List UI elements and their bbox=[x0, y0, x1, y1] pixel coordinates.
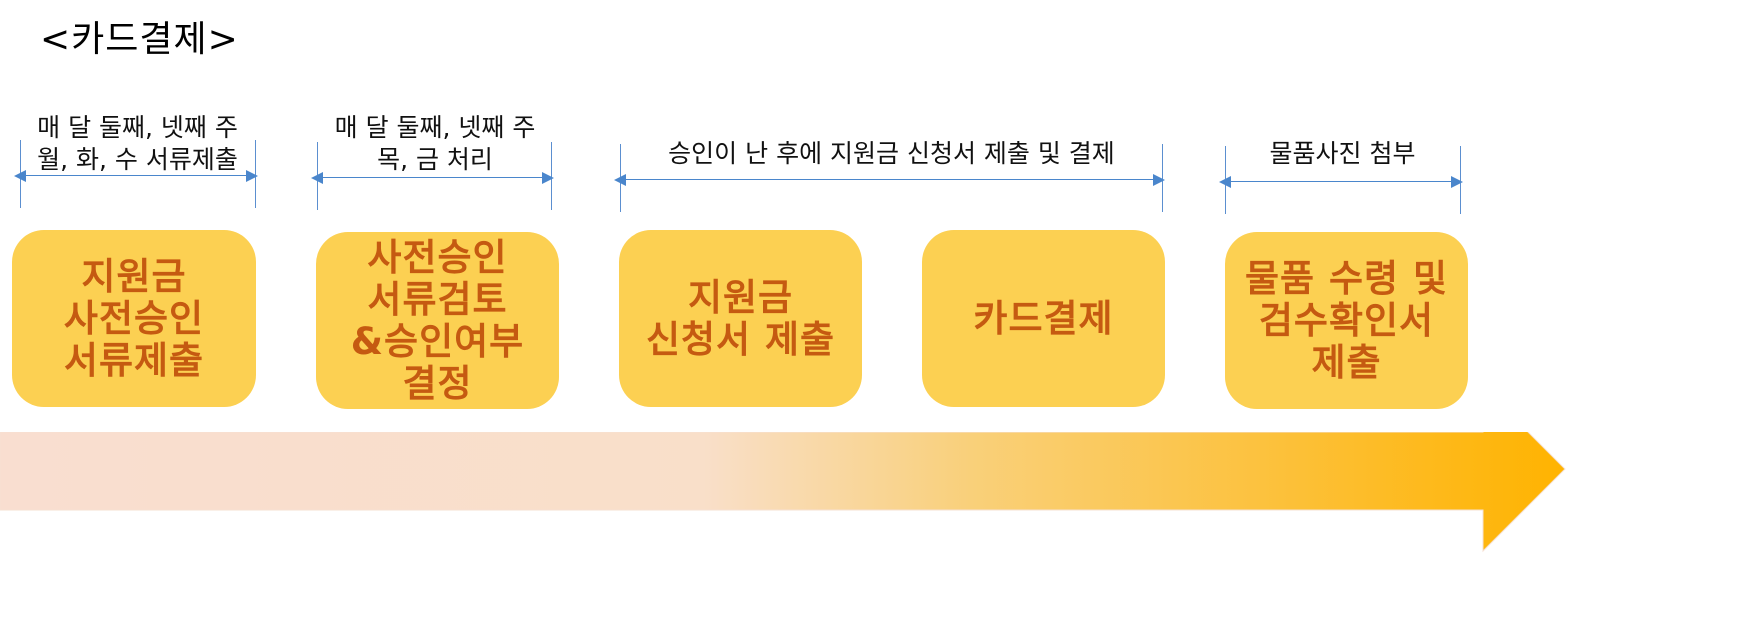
annotation-3-text: 승인이 난 후에 지원금 신청서 제출 및 결제 bbox=[668, 139, 1115, 168]
step-box-4: 카드결제 bbox=[922, 230, 1165, 407]
step-box-5: 물품 수령 및 검수확인서 제출 bbox=[1225, 232, 1468, 409]
annotation-4-right-arrowhead bbox=[1451, 176, 1463, 188]
page-title: <카드결제> bbox=[40, 19, 239, 60]
annotation-1-left-arrowhead bbox=[14, 170, 26, 182]
process-flow-arrow bbox=[0, 432, 1566, 553]
step-4-label: 카드결제 bbox=[973, 296, 1114, 340]
step-box-3: 지원금 신청서 제출 bbox=[619, 230, 862, 407]
step-2-label: 사전승인 서류검토 &승인여부 결정 bbox=[350, 235, 525, 405]
annotation-2-text: 매 달 둘째, 넷째 주 목, 금 처리 bbox=[334, 113, 536, 174]
step-3-label: 지원금 신청서 제출 bbox=[645, 275, 836, 361]
step-5-label: 물품 수령 및 검수확인서 제출 bbox=[1245, 256, 1448, 384]
annotation-4-left-arrowhead bbox=[1219, 176, 1231, 188]
annotation-3-right-arrowhead bbox=[1153, 174, 1165, 186]
step-1-label: 지원금 사전승인 서류제출 bbox=[63, 254, 205, 382]
annotation-1-span-line bbox=[22, 175, 248, 176]
annotation-4-span-line bbox=[1227, 181, 1453, 182]
annotation-3-span-line bbox=[622, 179, 1155, 180]
step-box-2: 사전승인 서류검토 &승인여부 결정 bbox=[316, 232, 559, 409]
annotation-2-span-line bbox=[319, 177, 544, 178]
annotation-1-text: 매 달 둘째, 넷째 주 월, 화, 수 서류제출 bbox=[37, 113, 238, 174]
annotation-3-left-arrowhead bbox=[614, 174, 626, 186]
annotation-2-right-arrowhead bbox=[542, 172, 554, 184]
annotation-1-right-arrowhead bbox=[246, 170, 258, 182]
step-box-1: 지원금 사전승인 서류제출 bbox=[12, 230, 256, 407]
annotation-4-text: 물품사진 첨부 bbox=[1269, 139, 1416, 168]
annotation-2-left-arrowhead bbox=[311, 172, 323, 184]
